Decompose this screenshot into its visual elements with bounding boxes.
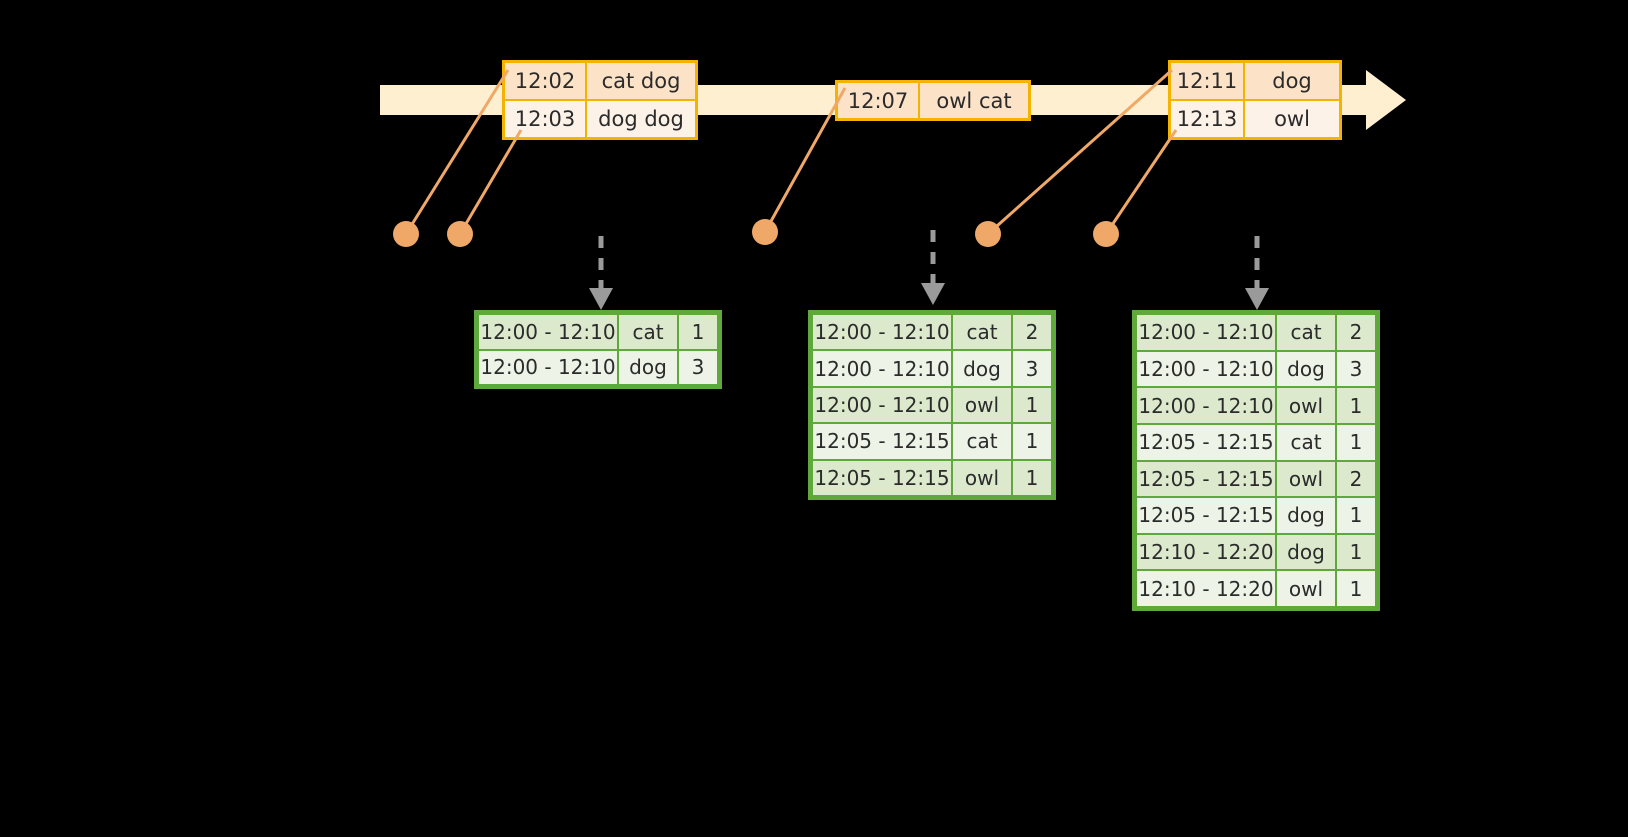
event-time: 12:03 bbox=[505, 101, 587, 137]
count-cell: 1 bbox=[1337, 388, 1375, 423]
dashed-arrow-head-2 bbox=[921, 283, 945, 305]
word-cell: owl bbox=[953, 387, 1011, 423]
table-row[interactable]: 12:00 - 12:10 dog 3 bbox=[1136, 351, 1376, 388]
window-cell: 12:00 - 12:10 bbox=[813, 315, 951, 350]
window-cell: 12:00 - 12:10 bbox=[1137, 351, 1275, 387]
event-group-1[interactable]: 12:02 cat dog 12:03 dog dog bbox=[502, 60, 698, 140]
timeline-arrowhead bbox=[1366, 70, 1406, 130]
table-row[interactable]: 12:00 - 12:10 dog 3 bbox=[812, 350, 1052, 386]
window-cell: 12:05 - 12:15 bbox=[813, 424, 951, 459]
count-cell: 2 bbox=[1337, 315, 1375, 350]
connector-line-5 bbox=[1104, 129, 1178, 235]
table-row[interactable]: 12:05 - 12:15 dog 1 bbox=[1136, 497, 1376, 534]
event-time: 12:11 bbox=[1171, 63, 1245, 99]
window-cell: 12:00 - 12:10 bbox=[1137, 388, 1275, 423]
word-cell: cat bbox=[619, 315, 677, 349]
table-row[interactable]: 12:05 - 12:15 owl 2 bbox=[1136, 461, 1376, 498]
connector-dot-1 bbox=[393, 221, 419, 247]
window-cell: 12:00 - 12:10 bbox=[813, 351, 951, 386]
connector-dot-5 bbox=[1093, 221, 1119, 247]
count-cell: 1 bbox=[1013, 424, 1051, 459]
table-row[interactable]: 12:00 - 12:10 cat 1 bbox=[478, 314, 718, 350]
event-group-3[interactable]: 12:11 dog 12:13 owl bbox=[1168, 60, 1342, 140]
word-cell: dog bbox=[1277, 498, 1335, 533]
event-words: dog dog bbox=[587, 101, 695, 137]
connector-dot-2 bbox=[447, 221, 473, 247]
word-cell: cat bbox=[953, 424, 1011, 459]
event-row[interactable]: 12:02 cat dog bbox=[505, 63, 695, 99]
word-cell: dog bbox=[953, 351, 1011, 386]
count-cell: 3 bbox=[1013, 351, 1051, 386]
window-cell: 12:05 - 12:15 bbox=[1137, 498, 1275, 533]
word-cell: cat bbox=[953, 315, 1011, 350]
event-words: dog bbox=[1245, 63, 1339, 99]
table-row[interactable]: 12:00 - 12:10 owl 1 bbox=[812, 387, 1052, 423]
table-row[interactable]: 12:00 - 12:10 cat 2 bbox=[1136, 314, 1376, 351]
connector-dot-4 bbox=[975, 221, 1001, 247]
count-cell: 1 bbox=[1337, 498, 1375, 533]
word-cell: cat bbox=[1277, 424, 1335, 460]
event-time: 12:07 bbox=[838, 83, 920, 118]
event-row[interactable]: 12:07 owl cat bbox=[838, 83, 1028, 118]
count-cell: 1 bbox=[1013, 387, 1051, 423]
window-cell: 12:05 - 12:15 bbox=[813, 460, 951, 496]
word-cell: owl bbox=[1277, 571, 1335, 606]
word-cell: dog bbox=[1277, 534, 1335, 570]
table-row[interactable]: 12:00 - 12:10 owl 1 bbox=[1136, 387, 1376, 424]
table-row[interactable]: 12:05 - 12:15 cat 1 bbox=[1136, 424, 1376, 461]
result-table-2[interactable]: 12:00 - 12:10 cat 2 12:00 - 12:10 dog 3 … bbox=[808, 310, 1056, 500]
event-time: 12:02 bbox=[505, 63, 587, 99]
dashed-arrow-head-3 bbox=[1245, 288, 1269, 310]
result-table-1[interactable]: 12:00 - 12:10 cat 1 12:00 - 12:10 dog 3 bbox=[474, 310, 722, 389]
word-cell: dog bbox=[619, 350, 677, 384]
event-words: owl cat bbox=[920, 83, 1028, 118]
table-row[interactable]: 12:00 - 12:10 dog 3 bbox=[478, 350, 718, 386]
table-row[interactable]: 12:05 - 12:15 owl 1 bbox=[812, 460, 1052, 496]
count-cell: 2 bbox=[1013, 315, 1051, 350]
count-cell: 1 bbox=[679, 315, 717, 349]
table-row[interactable]: 12:05 - 12:15 cat 1 bbox=[812, 423, 1052, 459]
word-cell: owl bbox=[953, 460, 1011, 496]
window-cell: 12:00 - 12:10 bbox=[479, 350, 617, 384]
window-cell: 12:00 - 12:10 bbox=[1137, 315, 1275, 350]
window-cell: 12:10 - 12:20 bbox=[1137, 534, 1275, 570]
event-row[interactable]: 12:03 dog dog bbox=[505, 99, 695, 137]
window-cell: 12:10 - 12:20 bbox=[1137, 571, 1275, 606]
table-row[interactable]: 12:00 - 12:10 cat 2 bbox=[812, 314, 1052, 350]
window-cell: 12:05 - 12:15 bbox=[1137, 424, 1275, 460]
count-cell: 2 bbox=[1337, 461, 1375, 497]
event-row[interactable]: 12:13 owl bbox=[1171, 99, 1339, 137]
window-cell: 12:00 - 12:10 bbox=[813, 387, 951, 423]
table-row[interactable]: 12:10 - 12:20 owl 1 bbox=[1136, 570, 1376, 607]
window-cell: 12:05 - 12:15 bbox=[1137, 461, 1275, 497]
event-words: owl bbox=[1245, 101, 1339, 137]
window-cell: 12:00 - 12:10 bbox=[479, 315, 617, 349]
word-cell: dog bbox=[1277, 351, 1335, 387]
result-table-3[interactable]: 12:00 - 12:10 cat 2 12:00 - 12:10 dog 3 … bbox=[1132, 310, 1380, 611]
event-row[interactable]: 12:11 dog bbox=[1171, 63, 1339, 99]
count-cell: 3 bbox=[1337, 351, 1375, 387]
event-group-2[interactable]: 12:07 owl cat bbox=[835, 80, 1031, 121]
word-cell: owl bbox=[1277, 388, 1335, 423]
word-cell: cat bbox=[1277, 315, 1335, 350]
dashed-arrow-head-1 bbox=[589, 288, 613, 310]
count-cell: 1 bbox=[1337, 571, 1375, 606]
event-time: 12:13 bbox=[1171, 101, 1245, 137]
count-cell: 1 bbox=[1337, 424, 1375, 460]
count-cell: 3 bbox=[679, 350, 717, 384]
word-cell: owl bbox=[1277, 461, 1335, 497]
event-words: cat dog bbox=[587, 63, 695, 99]
count-cell: 1 bbox=[1337, 534, 1375, 570]
table-row[interactable]: 12:10 - 12:20 dog 1 bbox=[1136, 534, 1376, 571]
connector-dot-3 bbox=[752, 219, 778, 245]
connector-line-2 bbox=[458, 129, 523, 235]
count-cell: 1 bbox=[1013, 460, 1051, 496]
